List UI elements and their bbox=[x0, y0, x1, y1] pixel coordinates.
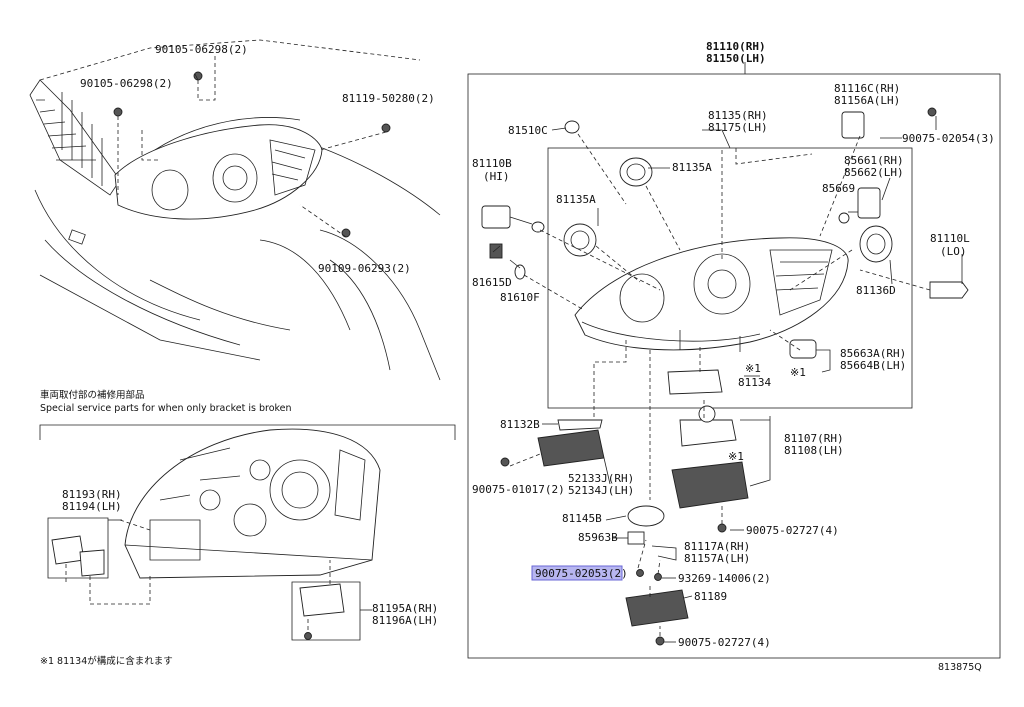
label-52134j: 52134J(LH) bbox=[568, 484, 634, 497]
label-85664b: 85664B(LH) bbox=[840, 359, 906, 372]
label-81615d: 81615D bbox=[472, 276, 512, 289]
label-81116c: 81116C(RH) bbox=[834, 82, 900, 95]
label-81136d: 81136D bbox=[856, 284, 896, 297]
label-81110l: 81110L bbox=[930, 232, 970, 245]
diagram-code: 813875Q bbox=[938, 662, 982, 673]
label-93269: 93269-14006(2) bbox=[678, 572, 771, 585]
car-front-illustration bbox=[29, 39, 441, 381]
notes: 車両取付部の補修用部品 Special service parts for wh… bbox=[40, 389, 982, 673]
part-labels: 81110(RH) 81150(LH) 90105-06298(2) 90105… bbox=[62, 40, 995, 649]
label-81196a: 81196A(LH) bbox=[372, 614, 438, 627]
label-85662: 85662(LH) bbox=[844, 166, 904, 179]
label-main-lh: 81150(LH) bbox=[706, 52, 766, 65]
special-parts-en: Special service parts for when only brac… bbox=[40, 403, 292, 414]
label-81156a: 81156A(LH) bbox=[834, 94, 900, 107]
label-main-rh: 81110(RH) bbox=[706, 40, 766, 53]
label-90109: 90109-06293(2) bbox=[318, 262, 411, 275]
label-81510c: 81510C bbox=[508, 124, 548, 137]
label-81135a-1: 81135A bbox=[672, 161, 712, 174]
label-81194: 81194(LH) bbox=[62, 500, 122, 513]
label-x1c: ※1 bbox=[728, 450, 744, 463]
headlamp-assembly bbox=[574, 237, 849, 352]
label-90105a: 90105-06298(2) bbox=[155, 43, 248, 56]
label-81108: 81108(LH) bbox=[784, 444, 844, 457]
label-81610f: 81610F bbox=[500, 291, 540, 304]
label-81119: 81119-50280(2) bbox=[342, 92, 435, 105]
label-81195a: 81195A(RH) bbox=[372, 602, 438, 615]
label-90075-02727a: 90075-02727(4) bbox=[746, 524, 839, 537]
special-parts-jp: 車両取付部の補修用部品 bbox=[40, 389, 145, 401]
bracket-panel bbox=[39, 424, 456, 641]
label-x1a: ※1 bbox=[745, 362, 761, 375]
label-81132b: 81132B bbox=[500, 418, 540, 431]
label-x1b: ※1 bbox=[790, 366, 806, 379]
highlight-90075-02053[interactable] bbox=[531, 565, 623, 581]
label-90075-01017: 90075-01017(2) bbox=[472, 483, 565, 496]
footnote: ※1 81134が構成に含まれます bbox=[40, 655, 173, 667]
label-90075-02054: 90075-02054(3) bbox=[902, 132, 995, 145]
leader-lines bbox=[492, 116, 963, 643]
label-85663a: 85663A(RH) bbox=[840, 347, 906, 360]
label-90075-02053: 90075-02053(2) bbox=[535, 567, 628, 580]
label-81135a-2: 81135A bbox=[556, 193, 596, 206]
label-81189: 81189 bbox=[694, 590, 727, 603]
label-85661: 85661(RH) bbox=[844, 154, 904, 167]
label-90075-02727b: 90075-02727(4) bbox=[678, 636, 771, 649]
bulb-parts bbox=[481, 107, 969, 646]
label-81110b: 81110B bbox=[472, 157, 512, 170]
label-81135rh: 81135(RH) bbox=[708, 109, 768, 122]
label-hi: (HI) bbox=[483, 170, 510, 183]
label-81145b: 81145B bbox=[562, 512, 602, 525]
label-85963b: 85963B bbox=[578, 531, 618, 544]
label-lo: (LO) bbox=[940, 245, 967, 258]
label-81175lh: 81175(LH) bbox=[708, 121, 768, 134]
label-52133j: 52133J(RH) bbox=[568, 472, 634, 485]
label-81134: 81134 bbox=[738, 376, 771, 389]
label-81193: 81193(RH) bbox=[62, 488, 122, 501]
label-90105b: 90105-06298(2) bbox=[80, 77, 173, 90]
label-81107: 81107(RH) bbox=[784, 432, 844, 445]
label-85669: 85669 bbox=[822, 182, 855, 195]
label-81157a: 81157A(LH) bbox=[684, 552, 750, 565]
label-81117a: 81117A(RH) bbox=[684, 540, 750, 553]
